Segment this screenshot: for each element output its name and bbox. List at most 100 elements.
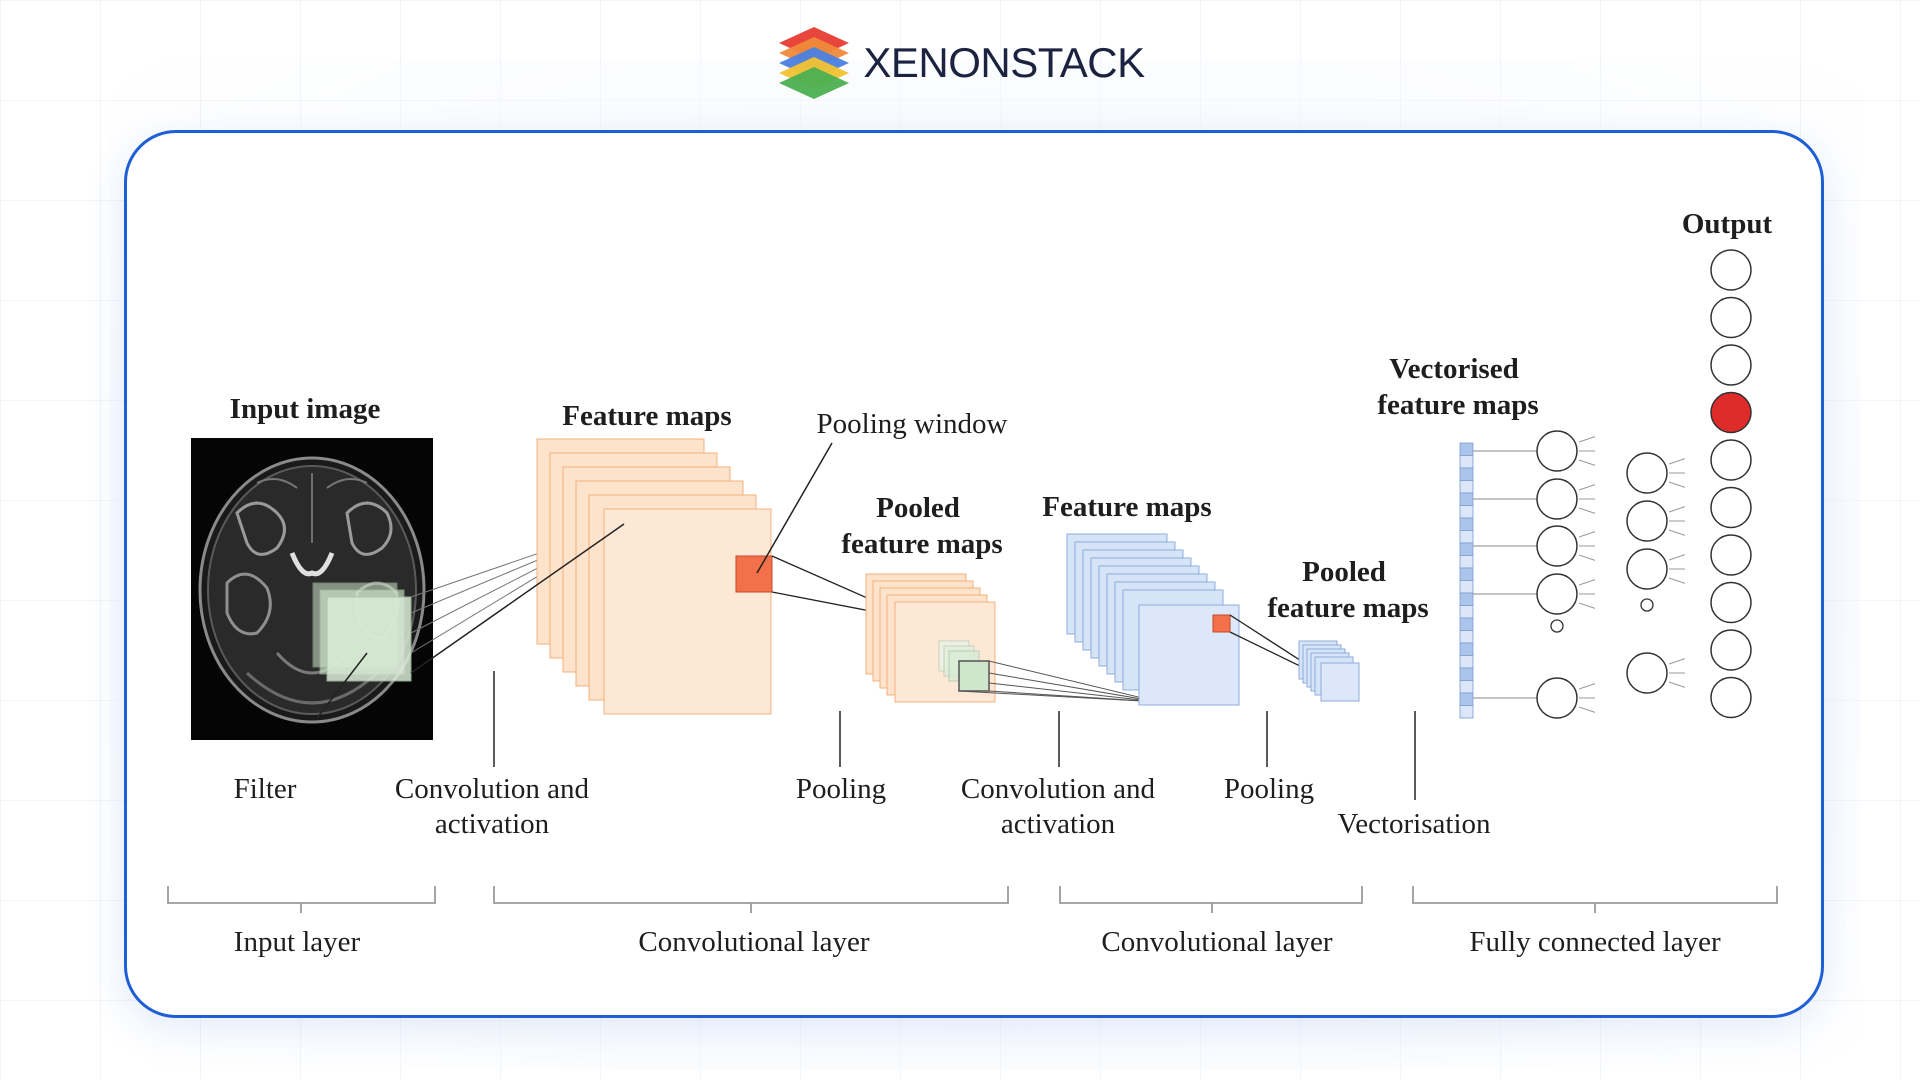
vector-segment <box>1459 530 1474 544</box>
hidden-neuron-2 <box>1626 452 1668 494</box>
hidden-neuron-1 <box>1536 430 1578 472</box>
vector-segment <box>1459 517 1474 531</box>
vector-segment <box>1459 667 1474 681</box>
vector-segment <box>1459 467 1474 481</box>
conv-layer-2-label: Convolutional layer <box>1101 926 1332 958</box>
pooling-window-pointer <box>756 442 833 574</box>
fc-input-arrow <box>1668 554 1686 561</box>
pooled-maps-1-title-line1: Pooled <box>876 492 960 524</box>
conv1-label-line1: Convolution and <box>395 773 590 805</box>
hidden-neuron-1 <box>1536 525 1578 567</box>
conv-layer-1-label: Convolutional layer <box>638 926 869 958</box>
layered-stack-logo-icon <box>779 27 850 99</box>
fc-input-arrow <box>1578 507 1596 514</box>
fc-input-arrow <box>1668 458 1686 465</box>
brand-name: XENONSTACK <box>863 39 1145 86</box>
vector-segment <box>1459 642 1474 656</box>
pooled-maps-2-title-line2: feature maps <box>1267 592 1428 624</box>
hidden-neuron-2 <box>1626 500 1668 542</box>
vector-segment <box>1459 492 1474 506</box>
vectorised-strip <box>1459 442 1474 719</box>
output-node <box>1710 534 1752 576</box>
vector-segment <box>1459 705 1474 719</box>
ellipsis-neuron <box>1550 619 1564 633</box>
filter-window-2 <box>938 640 990 692</box>
fc-input-arrow <box>1578 531 1596 538</box>
fc-input-arrow <box>1578 484 1596 491</box>
hidden-neuron-2 <box>1626 548 1668 590</box>
output-title: Output <box>1682 208 1773 240</box>
input-image-title: Input image <box>230 393 381 425</box>
fc-input-arrow <box>1578 459 1596 466</box>
fc-input-arrow <box>1578 436 1596 443</box>
pooled-maps-1-title-line2: feature maps <box>841 528 1002 560</box>
fully-connected-network <box>1473 430 1686 719</box>
layer-brackets <box>167 886 1778 913</box>
fc-input-arrow <box>1578 683 1596 690</box>
feature-maps-stack-2 <box>1066 533 1240 706</box>
pooling-2-label: Pooling <box>1224 773 1314 805</box>
pooled-maps-2-title-line1: Pooled <box>1302 556 1386 588</box>
output-node <box>1710 581 1752 624</box>
conv2-label-line1: Convolution and <box>961 773 1156 805</box>
fc-input-arrow <box>1668 577 1686 584</box>
vector-segment <box>1459 580 1474 594</box>
output-node <box>1710 249 1752 291</box>
conv2-label-line2: activation <box>1001 808 1116 840</box>
vector-segment <box>1459 480 1474 494</box>
fc-input-arrow <box>1578 579 1596 586</box>
vectorisation-label: Vectorisation <box>1337 808 1491 840</box>
vector-segment <box>1459 630 1474 644</box>
hidden-neuron-1 <box>1536 478 1578 520</box>
fc-input-arrow <box>1578 706 1596 713</box>
input-layer-label: Input layer <box>234 926 361 958</box>
output-node <box>1710 344 1752 386</box>
diagram-card: Input image <box>124 130 1824 1018</box>
fc-input-arrow <box>1578 602 1596 609</box>
feature-maps-2-title: Feature maps <box>1042 491 1211 523</box>
vector-segment <box>1459 692 1474 706</box>
filter-pointer <box>316 652 368 719</box>
feature-maps-1-title: Feature maps <box>562 400 731 432</box>
feature-maps-stack-1 <box>536 438 772 715</box>
hidden-neuron-1 <box>1536 677 1578 719</box>
ellipsis-neuron <box>1640 598 1654 612</box>
pooling-window-square-2 <box>1212 614 1231 633</box>
vector-segment <box>1459 592 1474 606</box>
output-node <box>1710 296 1752 339</box>
output-node <box>1710 439 1752 481</box>
vector-segment <box>1459 617 1474 631</box>
vector-segment <box>1459 542 1474 556</box>
vector-segment <box>1459 605 1474 619</box>
output-node-active <box>1710 391 1752 434</box>
pooled-maps-stack-2 <box>1298 640 1360 702</box>
vector-segment <box>1459 555 1474 569</box>
vector-segment <box>1459 455 1474 469</box>
fc-input-arrow <box>1668 681 1686 688</box>
convolution-lines-2 <box>958 660 1160 703</box>
fc-input-arrow <box>1668 481 1686 488</box>
brand-header: XENONSTACK <box>0 18 1920 108</box>
pooling-window-label: Pooling window <box>817 408 1008 440</box>
output-node <box>1710 486 1752 529</box>
fc-input-arrow <box>1668 529 1686 536</box>
fc-input-arrow <box>1668 506 1686 513</box>
output-node <box>1710 676 1752 719</box>
fc-input-arrow <box>1668 658 1686 665</box>
pooling-window-square <box>735 555 773 593</box>
pooling-1-label: Pooling <box>796 773 886 805</box>
vectorised-title-line1: Vectorised <box>1389 353 1518 385</box>
vector-segment <box>1459 567 1474 581</box>
cnn-diagram: Input image <box>167 208 1778 958</box>
filter-window <box>312 582 412 682</box>
vector-segment <box>1459 505 1474 519</box>
operation-ticks <box>493 671 1416 800</box>
conv1-label-line2: activation <box>435 808 550 840</box>
vector-segment <box>1459 680 1474 694</box>
vectorised-title-line2: feature maps <box>1377 389 1538 421</box>
convolution-main-line <box>410 523 625 674</box>
vector-segment <box>1459 442 1474 456</box>
fc-input-arrow <box>1578 554 1596 561</box>
output-node <box>1710 629 1752 671</box>
hidden-neuron-1 <box>1536 573 1578 615</box>
